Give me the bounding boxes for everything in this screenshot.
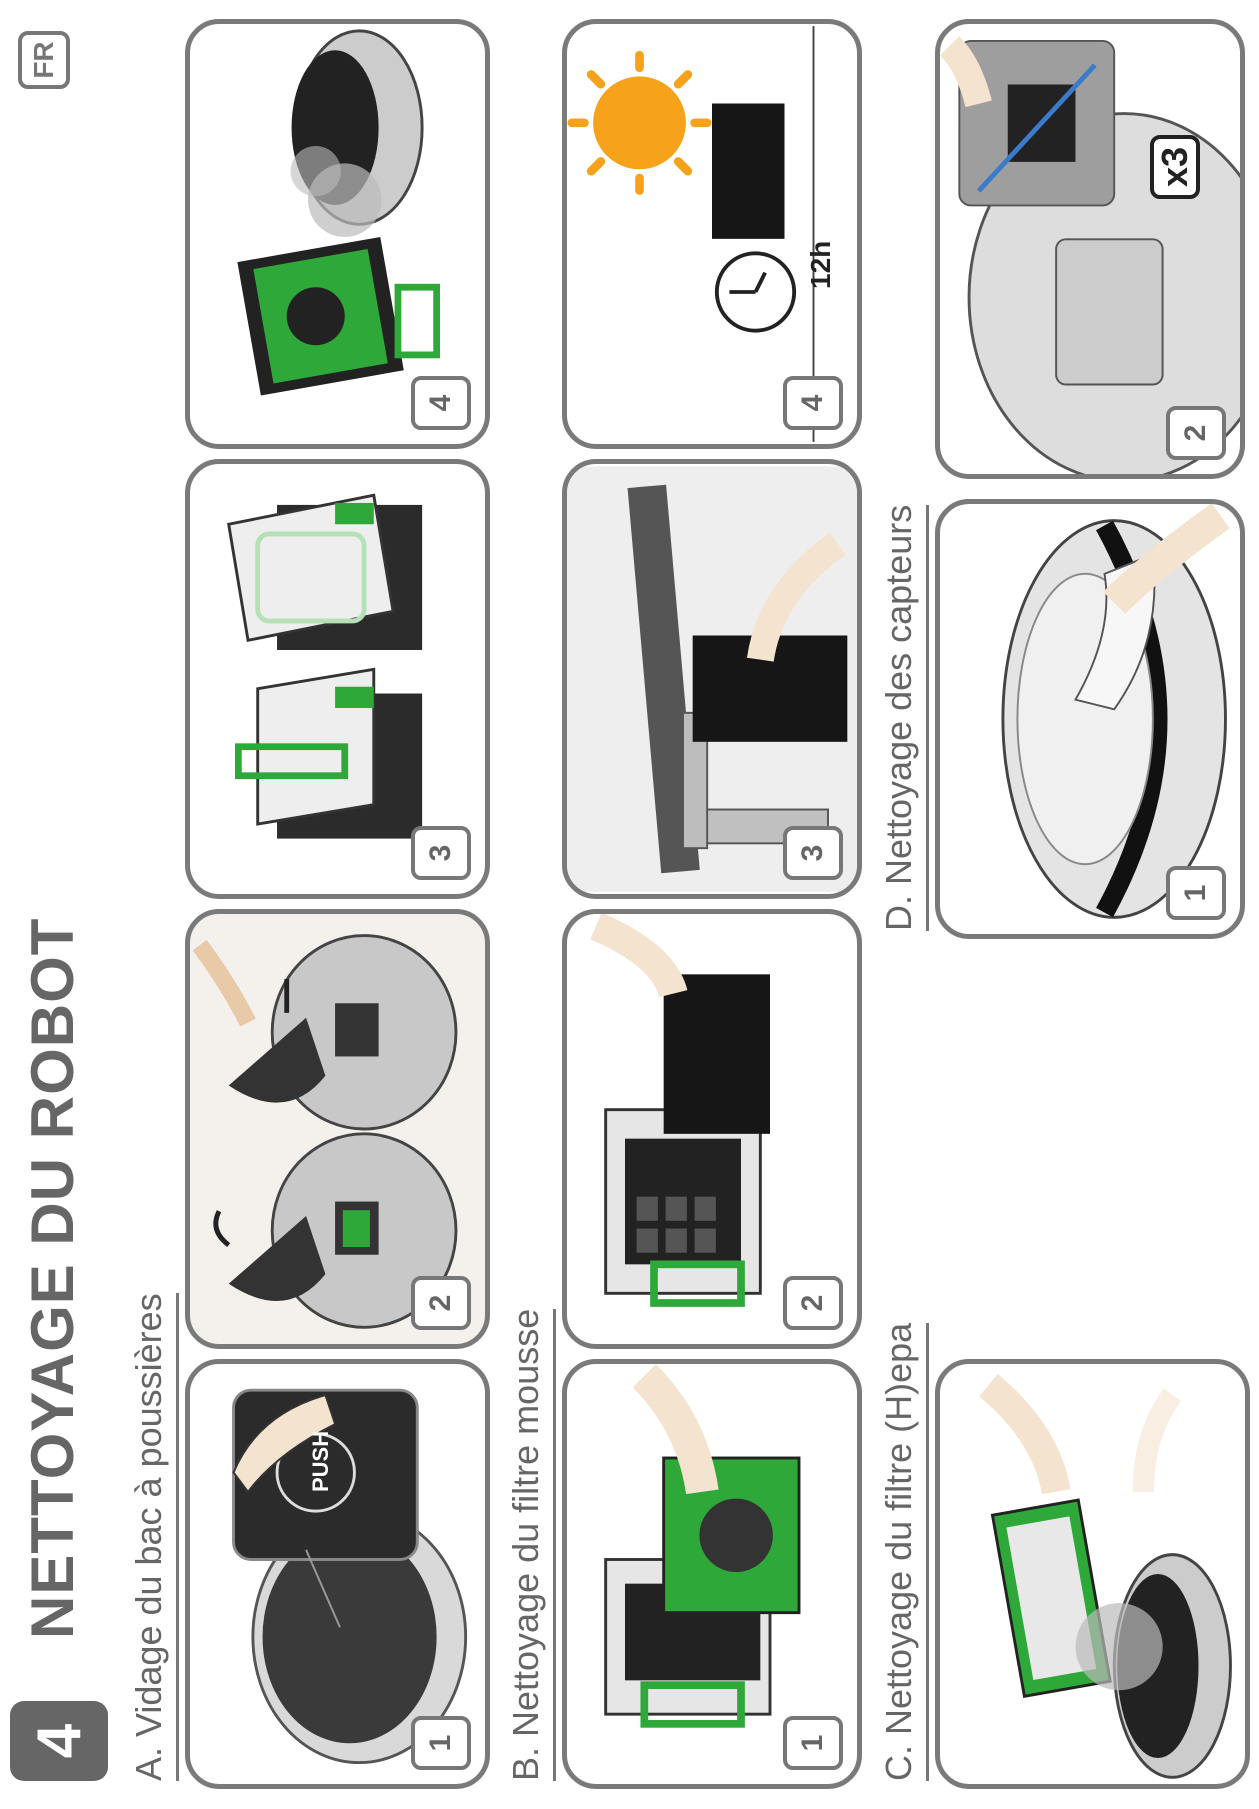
step-number: 2 bbox=[1166, 406, 1226, 460]
step-number: 1 bbox=[411, 1716, 471, 1770]
step-number: 4 bbox=[783, 376, 843, 430]
step-a1-panel: PUSH 1 bbox=[185, 1359, 490, 1789]
step-number: 4 bbox=[411, 376, 471, 430]
step-number: 3 bbox=[783, 826, 843, 880]
section-number-badge: 4 bbox=[10, 1701, 108, 1781]
step-number: 2 bbox=[411, 1276, 471, 1330]
section-d-title: D. Nettoyage des capteurs bbox=[878, 504, 929, 931]
hepa-filter-tapping-illustration bbox=[978, 1374, 1232, 1779]
dry-time-label: 12h bbox=[805, 240, 836, 289]
step-a3-panel: 3 bbox=[185, 459, 490, 899]
dustbin-emptying-illustration bbox=[237, 29, 441, 396]
robot-push-button-illustration bbox=[232, 1388, 468, 1765]
section-a-title: A. Vidage du bac à poussières bbox=[128, 1293, 179, 1781]
hepa-cleaning-panel bbox=[935, 1359, 1250, 1789]
page-title: NETTOYAGE DU ROBOT bbox=[19, 917, 86, 1639]
step-b3-panel: 3 bbox=[562, 459, 862, 899]
rinse-foam-illustration bbox=[567, 466, 857, 892]
cotton-swab-sensor-illustration bbox=[940, 36, 1240, 474]
push-label: PUSH bbox=[308, 1430, 333, 1492]
step-number: 1 bbox=[1166, 866, 1226, 920]
dry-foam-illustration bbox=[567, 26, 815, 442]
step-number: 2 bbox=[783, 1276, 843, 1330]
dustbin-open-illustration bbox=[227, 493, 423, 839]
step-b4-panel: 12h 4 bbox=[562, 19, 862, 449]
step-a4-panel: 4 bbox=[185, 19, 490, 449]
step-b1-panel: 1 bbox=[562, 1359, 862, 1789]
step-number: 3 bbox=[411, 826, 471, 880]
robot-lid-open-illustration bbox=[192, 934, 458, 1329]
section-c-title: C. Nettoyage du filtre (H)epa bbox=[878, 1322, 929, 1781]
step-b2-panel: 2 bbox=[562, 909, 862, 1349]
step-number: 1 bbox=[783, 1716, 843, 1770]
wipe-sensors-illustration bbox=[1001, 504, 1230, 919]
foam-filter-removal-illustration bbox=[604, 1364, 801, 1728]
step-d1-panel: 1 bbox=[935, 499, 1245, 939]
foam-block-extraction-illustration bbox=[590, 914, 770, 1307]
step-a2-panel: 2 bbox=[185, 909, 490, 1349]
step-d2-panel: x3 2 bbox=[935, 19, 1245, 479]
language-badge: FR bbox=[18, 31, 70, 89]
section-b-title: B. Nettoyage du filtre mousse bbox=[505, 1308, 556, 1781]
repeat-count-badge: x3 bbox=[1150, 134, 1200, 199]
